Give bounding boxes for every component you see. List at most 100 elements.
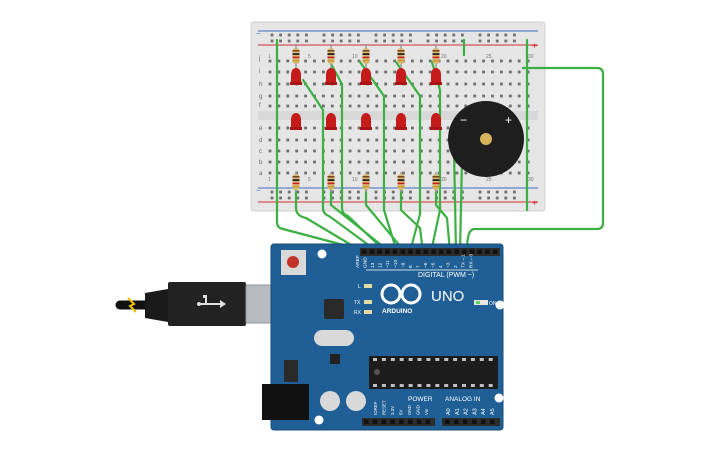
hole[interactable] — [491, 82, 494, 86]
hole[interactable] — [402, 171, 405, 175]
hole[interactable] — [304, 59, 307, 63]
usb-cable[interactable] — [115, 282, 281, 326]
hole[interactable] — [393, 149, 396, 153]
hole[interactable] — [286, 104, 290, 108]
rail-hole[interactable] — [409, 33, 412, 37]
hole[interactable] — [313, 59, 316, 63]
hole[interactable] — [375, 126, 379, 130]
rail-hole[interactable] — [305, 39, 308, 43]
header-hole[interactable] — [462, 249, 467, 255]
hole[interactable] — [419, 70, 423, 74]
hole[interactable] — [419, 104, 423, 108]
hole[interactable] — [313, 104, 316, 108]
digital-header[interactable] — [360, 248, 500, 256]
rail-hole[interactable] — [348, 39, 352, 43]
rail-hole[interactable] — [400, 33, 404, 37]
hole[interactable] — [357, 104, 361, 108]
hole[interactable] — [277, 94, 281, 98]
hole[interactable] — [393, 171, 396, 175]
hole[interactable] — [322, 94, 325, 98]
rail-hole[interactable] — [495, 33, 499, 37]
hole[interactable] — [446, 138, 450, 142]
hole[interactable] — [446, 171, 450, 175]
hole[interactable] — [357, 82, 361, 86]
rail-hole[interactable] — [435, 33, 438, 37]
hole[interactable] — [384, 126, 388, 130]
rail-hole[interactable] — [443, 190, 447, 194]
hole[interactable] — [446, 59, 450, 63]
hole[interactable] — [268, 171, 272, 175]
hole[interactable] — [322, 104, 325, 108]
hole[interactable] — [339, 59, 343, 63]
hole[interactable] — [348, 138, 352, 142]
hole[interactable] — [393, 59, 396, 63]
header-hole[interactable] — [369, 249, 375, 255]
hole[interactable] — [375, 104, 379, 108]
rail-hole[interactable] — [357, 196, 360, 200]
hole[interactable] — [357, 138, 361, 142]
header-hole[interactable] — [454, 249, 459, 255]
hole[interactable] — [330, 104, 334, 108]
hole[interactable] — [500, 82, 503, 86]
hole[interactable] — [419, 82, 423, 86]
hole[interactable] — [375, 149, 379, 153]
rail-hole[interactable] — [478, 190, 482, 194]
hole[interactable] — [473, 94, 477, 98]
hole[interactable] — [313, 70, 316, 74]
rail-hole[interactable] — [495, 196, 499, 200]
hole[interactable] — [384, 104, 388, 108]
led[interactable] — [290, 68, 302, 85]
rail-hole[interactable] — [374, 190, 378, 194]
hole[interactable] — [330, 94, 334, 98]
rail-hole[interactable] — [296, 190, 300, 194]
wire-led-1[interactable] — [301, 78, 380, 254]
hole[interactable] — [428, 104, 432, 108]
hole[interactable] — [393, 138, 396, 142]
hole[interactable] — [313, 171, 316, 175]
header-hole[interactable] — [454, 419, 459, 425]
hole[interactable] — [455, 70, 459, 74]
hole[interactable] — [357, 70, 361, 74]
rail-hole[interactable] — [426, 190, 430, 194]
hole[interactable] — [330, 171, 334, 175]
hole[interactable] — [295, 160, 299, 164]
hole[interactable] — [517, 94, 521, 98]
hole[interactable] — [366, 104, 370, 108]
header-hole[interactable] — [385, 249, 390, 255]
hole[interactable] — [428, 149, 432, 153]
rail-hole[interactable] — [409, 190, 412, 194]
hole[interactable] — [428, 94, 432, 98]
led[interactable] — [360, 68, 372, 85]
hole[interactable] — [419, 138, 423, 142]
hole[interactable] — [357, 126, 361, 130]
rail-hole[interactable] — [426, 196, 430, 200]
resistor[interactable] — [362, 172, 370, 192]
hole[interactable] — [482, 70, 485, 74]
rail-hole[interactable] — [287, 39, 291, 43]
hole[interactable] — [508, 94, 512, 98]
rail-hole[interactable] — [383, 33, 386, 37]
rail-hole[interactable] — [357, 33, 360, 37]
hole[interactable] — [402, 149, 405, 153]
rail-hole[interactable] — [478, 196, 482, 200]
resistor[interactable] — [327, 172, 335, 192]
resistor[interactable] — [292, 172, 300, 192]
hole[interactable] — [464, 59, 468, 63]
hole[interactable] — [304, 138, 307, 142]
header-hole[interactable] — [362, 249, 367, 255]
hole[interactable] — [313, 149, 316, 153]
hole[interactable] — [375, 138, 379, 142]
header-hole[interactable] — [463, 419, 468, 425]
header-hole[interactable] — [477, 249, 483, 255]
rail-hole[interactable] — [443, 39, 447, 43]
rail-hole[interactable] — [409, 39, 412, 43]
hole[interactable] — [366, 138, 370, 142]
hole[interactable] — [330, 138, 334, 142]
hole[interactable] — [304, 70, 307, 74]
hole[interactable] — [508, 82, 512, 86]
hole[interactable] — [304, 126, 307, 130]
hole[interactable] — [517, 104, 521, 108]
hole[interactable] — [464, 94, 468, 98]
hole[interactable] — [473, 82, 477, 86]
